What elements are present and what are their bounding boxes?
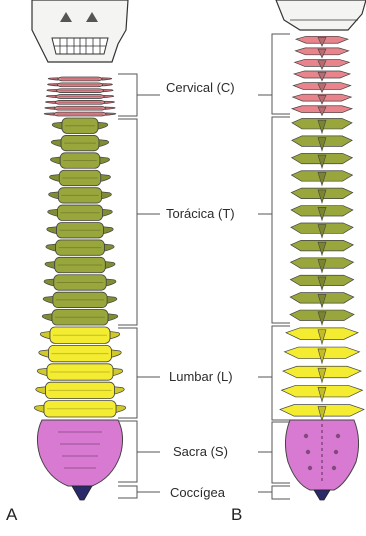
vertebra-process <box>45 107 55 109</box>
spine-column-anterior <box>34 77 126 500</box>
vertebra-process <box>101 174 111 181</box>
vertebra-process <box>98 122 108 129</box>
vertebra-process <box>51 140 61 147</box>
vertebra-process <box>107 296 117 303</box>
vertebra-process <box>47 227 57 234</box>
vertebra-process <box>115 387 125 394</box>
vertebra-process <box>99 140 109 147</box>
vertebra-process <box>105 262 115 269</box>
vertebra-process <box>49 174 59 181</box>
vertebra-process <box>103 209 113 216</box>
sacral-foramen <box>306 450 310 454</box>
vertebra-process <box>37 368 47 375</box>
vertebra-process <box>108 314 118 321</box>
vertebra-process <box>48 209 58 216</box>
sacral-foramen <box>308 466 312 470</box>
vertebra-process <box>46 95 56 97</box>
spine-column-posterior <box>280 36 364 500</box>
vertebra-process <box>102 192 112 199</box>
vertebra-process <box>44 113 54 115</box>
vertebra-process <box>103 84 113 86</box>
skull-posterior <box>276 0 366 30</box>
label-sacral: Sacra (S) <box>171 444 230 460</box>
vertebra-process <box>113 368 123 375</box>
sacral-foramen <box>332 466 336 470</box>
bracket-coccygeal-b <box>272 486 290 499</box>
vertebra-process <box>36 387 46 394</box>
vertebra-process <box>43 296 53 303</box>
vertebra-process <box>106 113 116 115</box>
label-coccygeal: Coccígea <box>168 485 227 501</box>
sacral-foramen <box>304 434 308 438</box>
bracket-cervical-a <box>118 74 137 116</box>
vertebra-process <box>48 84 58 86</box>
vertebra-process <box>52 122 62 129</box>
sacral-foramen <box>334 450 338 454</box>
vertebra-process <box>104 95 114 97</box>
label-lumbar: Lumbar (L) <box>167 369 235 385</box>
vertebra-process <box>104 244 114 251</box>
vertebra-process <box>40 332 50 339</box>
bracket-thoracic-a <box>118 119 137 325</box>
vertebra-process <box>50 157 60 164</box>
vertebra-process <box>47 89 57 91</box>
vertebra-process <box>105 107 115 109</box>
coccyx-anterior <box>72 486 92 500</box>
coccyx-posterior <box>314 490 330 500</box>
sacrum-anterior <box>37 420 122 486</box>
vertebra-process <box>116 405 126 412</box>
vertebra-process <box>39 350 49 357</box>
vertebra-process <box>49 192 59 199</box>
vertebra-process <box>44 279 54 286</box>
vertebra-process <box>100 157 110 164</box>
vertebra-process <box>102 78 112 80</box>
vertebra-process <box>112 350 122 357</box>
vertebra-process <box>45 262 55 269</box>
bracket-cervical-b <box>272 34 290 114</box>
vertebra-process <box>103 227 113 234</box>
label-thoracic: Torácica (T) <box>164 206 237 222</box>
bracket-thoracic-b <box>272 117 290 323</box>
bracket-coccygeal-a <box>118 486 137 498</box>
vertebra-process <box>110 332 120 339</box>
vertebra-process <box>46 244 56 251</box>
label-cervical: Cervical (C) <box>164 80 237 96</box>
view-label-a: A <box>6 505 17 525</box>
vertebra-process <box>46 101 56 103</box>
vertebra-process <box>103 89 113 91</box>
view-label-b: B <box>231 505 242 525</box>
sacral-foramen <box>336 434 340 438</box>
vertebra-process <box>42 314 52 321</box>
vertebra-process <box>106 279 116 286</box>
region-brackets <box>118 34 290 499</box>
skull-anterior <box>32 0 128 62</box>
vertebra-process <box>48 78 58 80</box>
vertebra-process <box>34 405 44 412</box>
vertebra-process <box>105 101 115 103</box>
